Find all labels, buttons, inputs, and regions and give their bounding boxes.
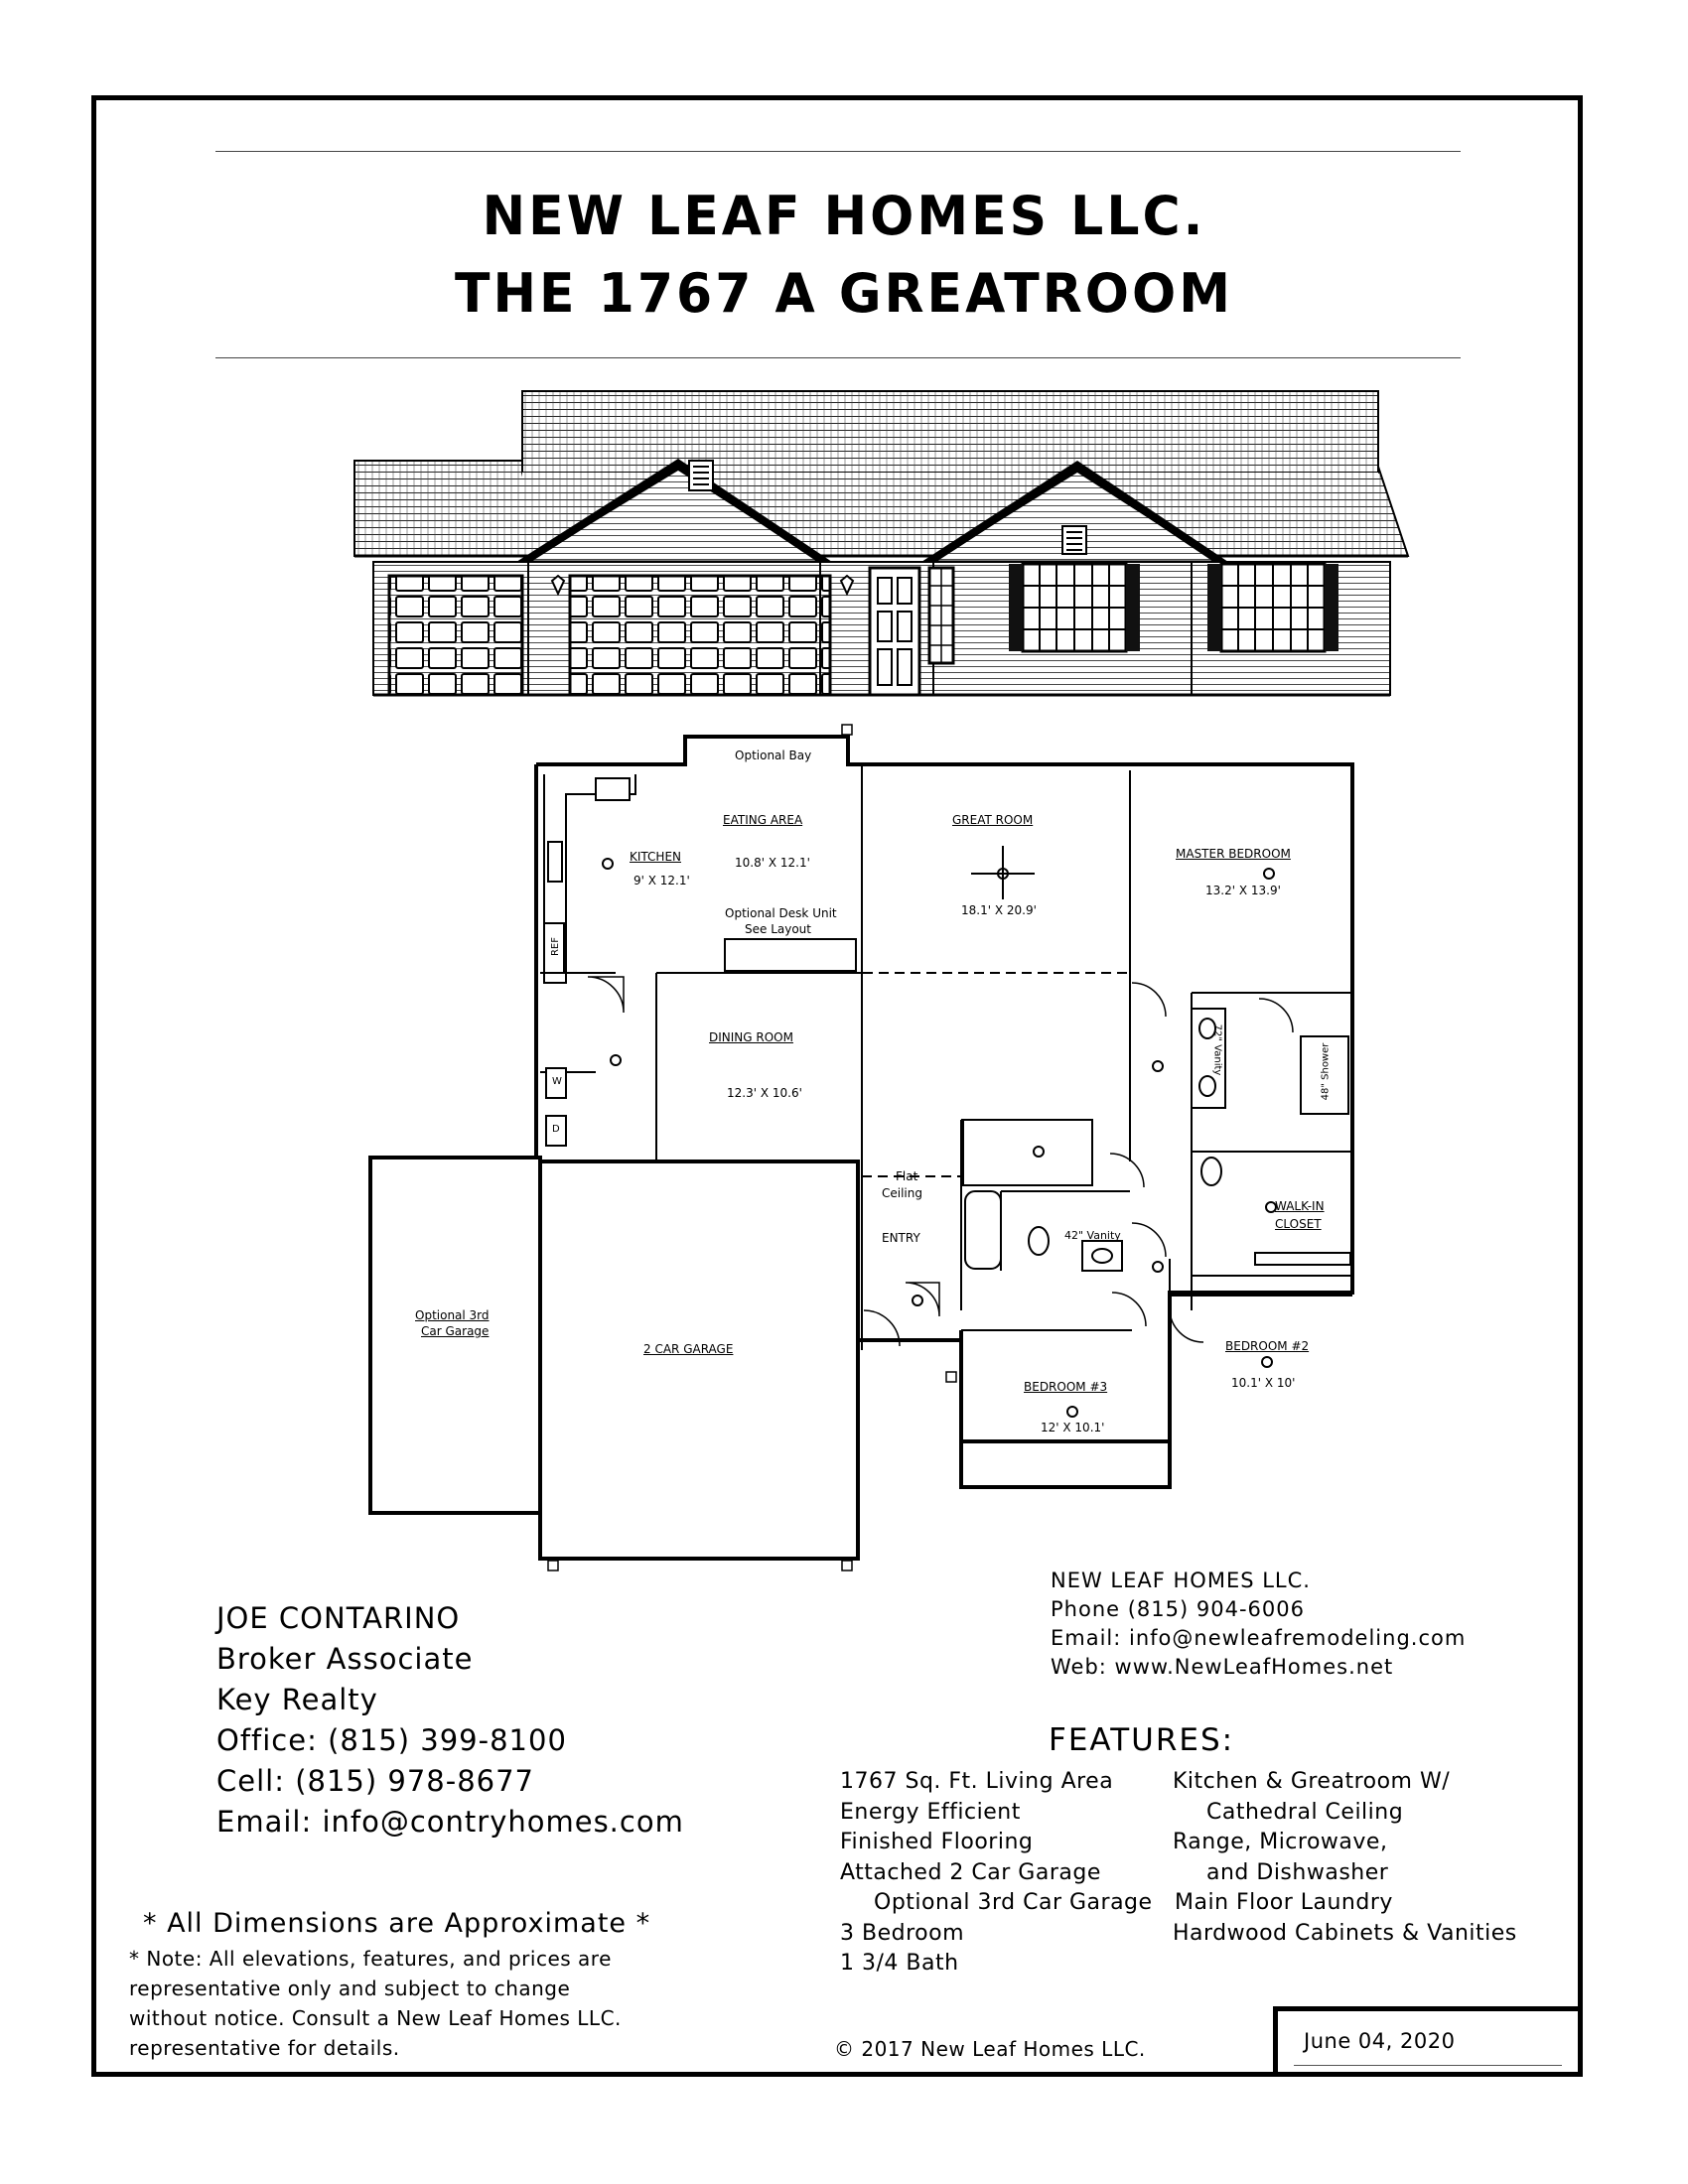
feature-item: Energy Efficient bbox=[840, 1799, 1021, 1825]
kitchen-label: KITCHEN bbox=[630, 850, 681, 864]
eating-area-label: EATING AREA bbox=[723, 813, 803, 827]
revision-date: June 04, 2020 bbox=[1304, 2029, 1456, 2053]
master-vanity-label: 72" Vanity bbox=[1211, 1024, 1223, 1076]
feature-item: Finished Flooring bbox=[840, 1830, 1034, 1854]
entry-label: ENTRY bbox=[882, 1231, 920, 1245]
kitchen-size: 9' X 12.1' bbox=[633, 874, 690, 887]
disclaimer-note: * Note: All elevations, features, and pr… bbox=[129, 1944, 622, 2063]
feature-item: Range, Microwave, bbox=[1173, 1830, 1388, 1854]
desk-unit-line-1: Optional Desk Unit bbox=[725, 906, 837, 920]
bedroom-3-label: BEDROOM #3 bbox=[1024, 1380, 1108, 1394]
disclaimer-line: representative only and subject to chang… bbox=[129, 1977, 571, 2000]
features-heading: FEATURES: bbox=[1049, 1722, 1235, 1758]
feature-item: 3 Bedroom bbox=[840, 1920, 964, 1946]
builder-email: Email: info@newleafremodeling.com bbox=[1051, 1626, 1467, 1650]
walk-in-closet-line-1: WALK-IN bbox=[1275, 1199, 1325, 1213]
walk-in-closet-line-2: CLOSET bbox=[1275, 1217, 1322, 1231]
dining-room-label: DINING ROOM bbox=[709, 1030, 793, 1044]
dining-room-size: 12.3' X 10.6' bbox=[727, 1086, 802, 1100]
feature-item: Cathedral Ceiling bbox=[1206, 1799, 1404, 1825]
disclaimer-heading: * All Dimensions are Approximate * bbox=[143, 1908, 651, 1939]
bedroom-2-size: 10.1' X 10' bbox=[1231, 1376, 1296, 1390]
garage-label: 2 CAR GARAGE bbox=[643, 1342, 734, 1356]
bedroom-2-label: BEDROOM #2 bbox=[1225, 1339, 1310, 1353]
bath-vanity-label: 42" Vanity bbox=[1064, 1229, 1121, 1242]
feature-item: Optional 3rd Car Garage bbox=[874, 1890, 1153, 1915]
agent-company: Key Realty bbox=[216, 1683, 378, 1716]
title-line-2: THE 1767 A GREATROOM bbox=[455, 262, 1233, 326]
agent-email: Email: info@contryhomes.com bbox=[216, 1805, 684, 1839]
washer-label: W bbox=[552, 1076, 562, 1087]
optional-bay-label: Optional Bay bbox=[735, 749, 812, 762]
great-room-label: GREAT ROOM bbox=[952, 813, 1034, 827]
feature-item: Hardwood Cabinets & Vanities bbox=[1173, 1920, 1517, 1946]
agent-cell-phone: Cell: (815) 978-8677 bbox=[216, 1764, 535, 1798]
flat-ceiling-line-2: Ceiling bbox=[882, 1186, 922, 1200]
feature-item: Attached 2 Car Garage bbox=[840, 1859, 1101, 1885]
master-bedroom-size: 13.2' X 13.9' bbox=[1205, 884, 1281, 897]
feature-item: 1 3/4 Bath bbox=[840, 1951, 959, 1976]
agent-name: JOE CONTARINO bbox=[216, 1601, 461, 1635]
title-line-1: NEW LEAF HOMES LLC. bbox=[482, 185, 1206, 248]
builder-phone: Phone (815) 904-6006 bbox=[1051, 1597, 1305, 1621]
top-rule bbox=[215, 151, 1461, 152]
desk-unit-line-2: See Layout bbox=[745, 922, 811, 936]
agent-office-phone: Office: (815) 399-8100 bbox=[216, 1723, 567, 1757]
disclaimer-line: without notice. Consult a New Leaf Homes… bbox=[129, 2006, 622, 2030]
copyright: © 2017 New Leaf Homes LLC. bbox=[834, 2037, 1146, 2061]
flat-ceiling-line-1: Flat bbox=[896, 1169, 918, 1183]
features-left-list: 1767 Sq. Ft. Living Area Energy Efficien… bbox=[840, 1767, 1153, 1979]
features-right-list: Kitchen & Greatroom W/ Cathedral Ceiling… bbox=[1173, 1767, 1517, 1949]
feature-item: Kitchen & Greatroom W/ bbox=[1173, 1769, 1451, 1794]
builder-website: Web: www.NewLeafHomes.net bbox=[1051, 1655, 1394, 1679]
feature-item: Main Floor Laundry bbox=[1175, 1890, 1393, 1915]
title-rule bbox=[215, 357, 1461, 358]
eating-area-size: 10.8' X 12.1' bbox=[735, 856, 810, 870]
great-room-size: 18.1' X 20.9' bbox=[961, 903, 1037, 917]
master-bedroom-label: MASTER BEDROOM bbox=[1176, 847, 1291, 861]
dryer-label: D bbox=[552, 1124, 560, 1135]
refrigerator-label: REF bbox=[550, 936, 562, 957]
feature-item: and Dishwasher bbox=[1206, 1859, 1389, 1885]
builder-name: NEW LEAF HOMES LLC. bbox=[1051, 1569, 1311, 1592]
bedroom-3-size: 12' X 10.1' bbox=[1041, 1421, 1105, 1434]
agent-block: JOE CONTARINO Broker Associate Key Realt… bbox=[216, 1598, 684, 1843]
page-border bbox=[91, 95, 1583, 2077]
shower-label: 48" Shower bbox=[1320, 1042, 1332, 1101]
date-box: June 04, 2020 bbox=[1273, 2006, 1583, 2077]
optional-garage-line-1: Optional 3rd bbox=[415, 1308, 490, 1322]
disclaimer-line: representative for details. bbox=[129, 2036, 400, 2060]
disclaimer-line: * Note: All elevations, features, and pr… bbox=[129, 1947, 612, 1971]
builder-block: NEW LEAF HOMES LLC. Phone (815) 904-6006… bbox=[1051, 1567, 1466, 1682]
feature-item: 1767 Sq. Ft. Living Area bbox=[840, 1769, 1114, 1794]
agent-role: Broker Associate bbox=[216, 1642, 474, 1676]
optional-garage-line-2: Car Garage bbox=[421, 1324, 490, 1338]
date-underline bbox=[1294, 2065, 1562, 2066]
